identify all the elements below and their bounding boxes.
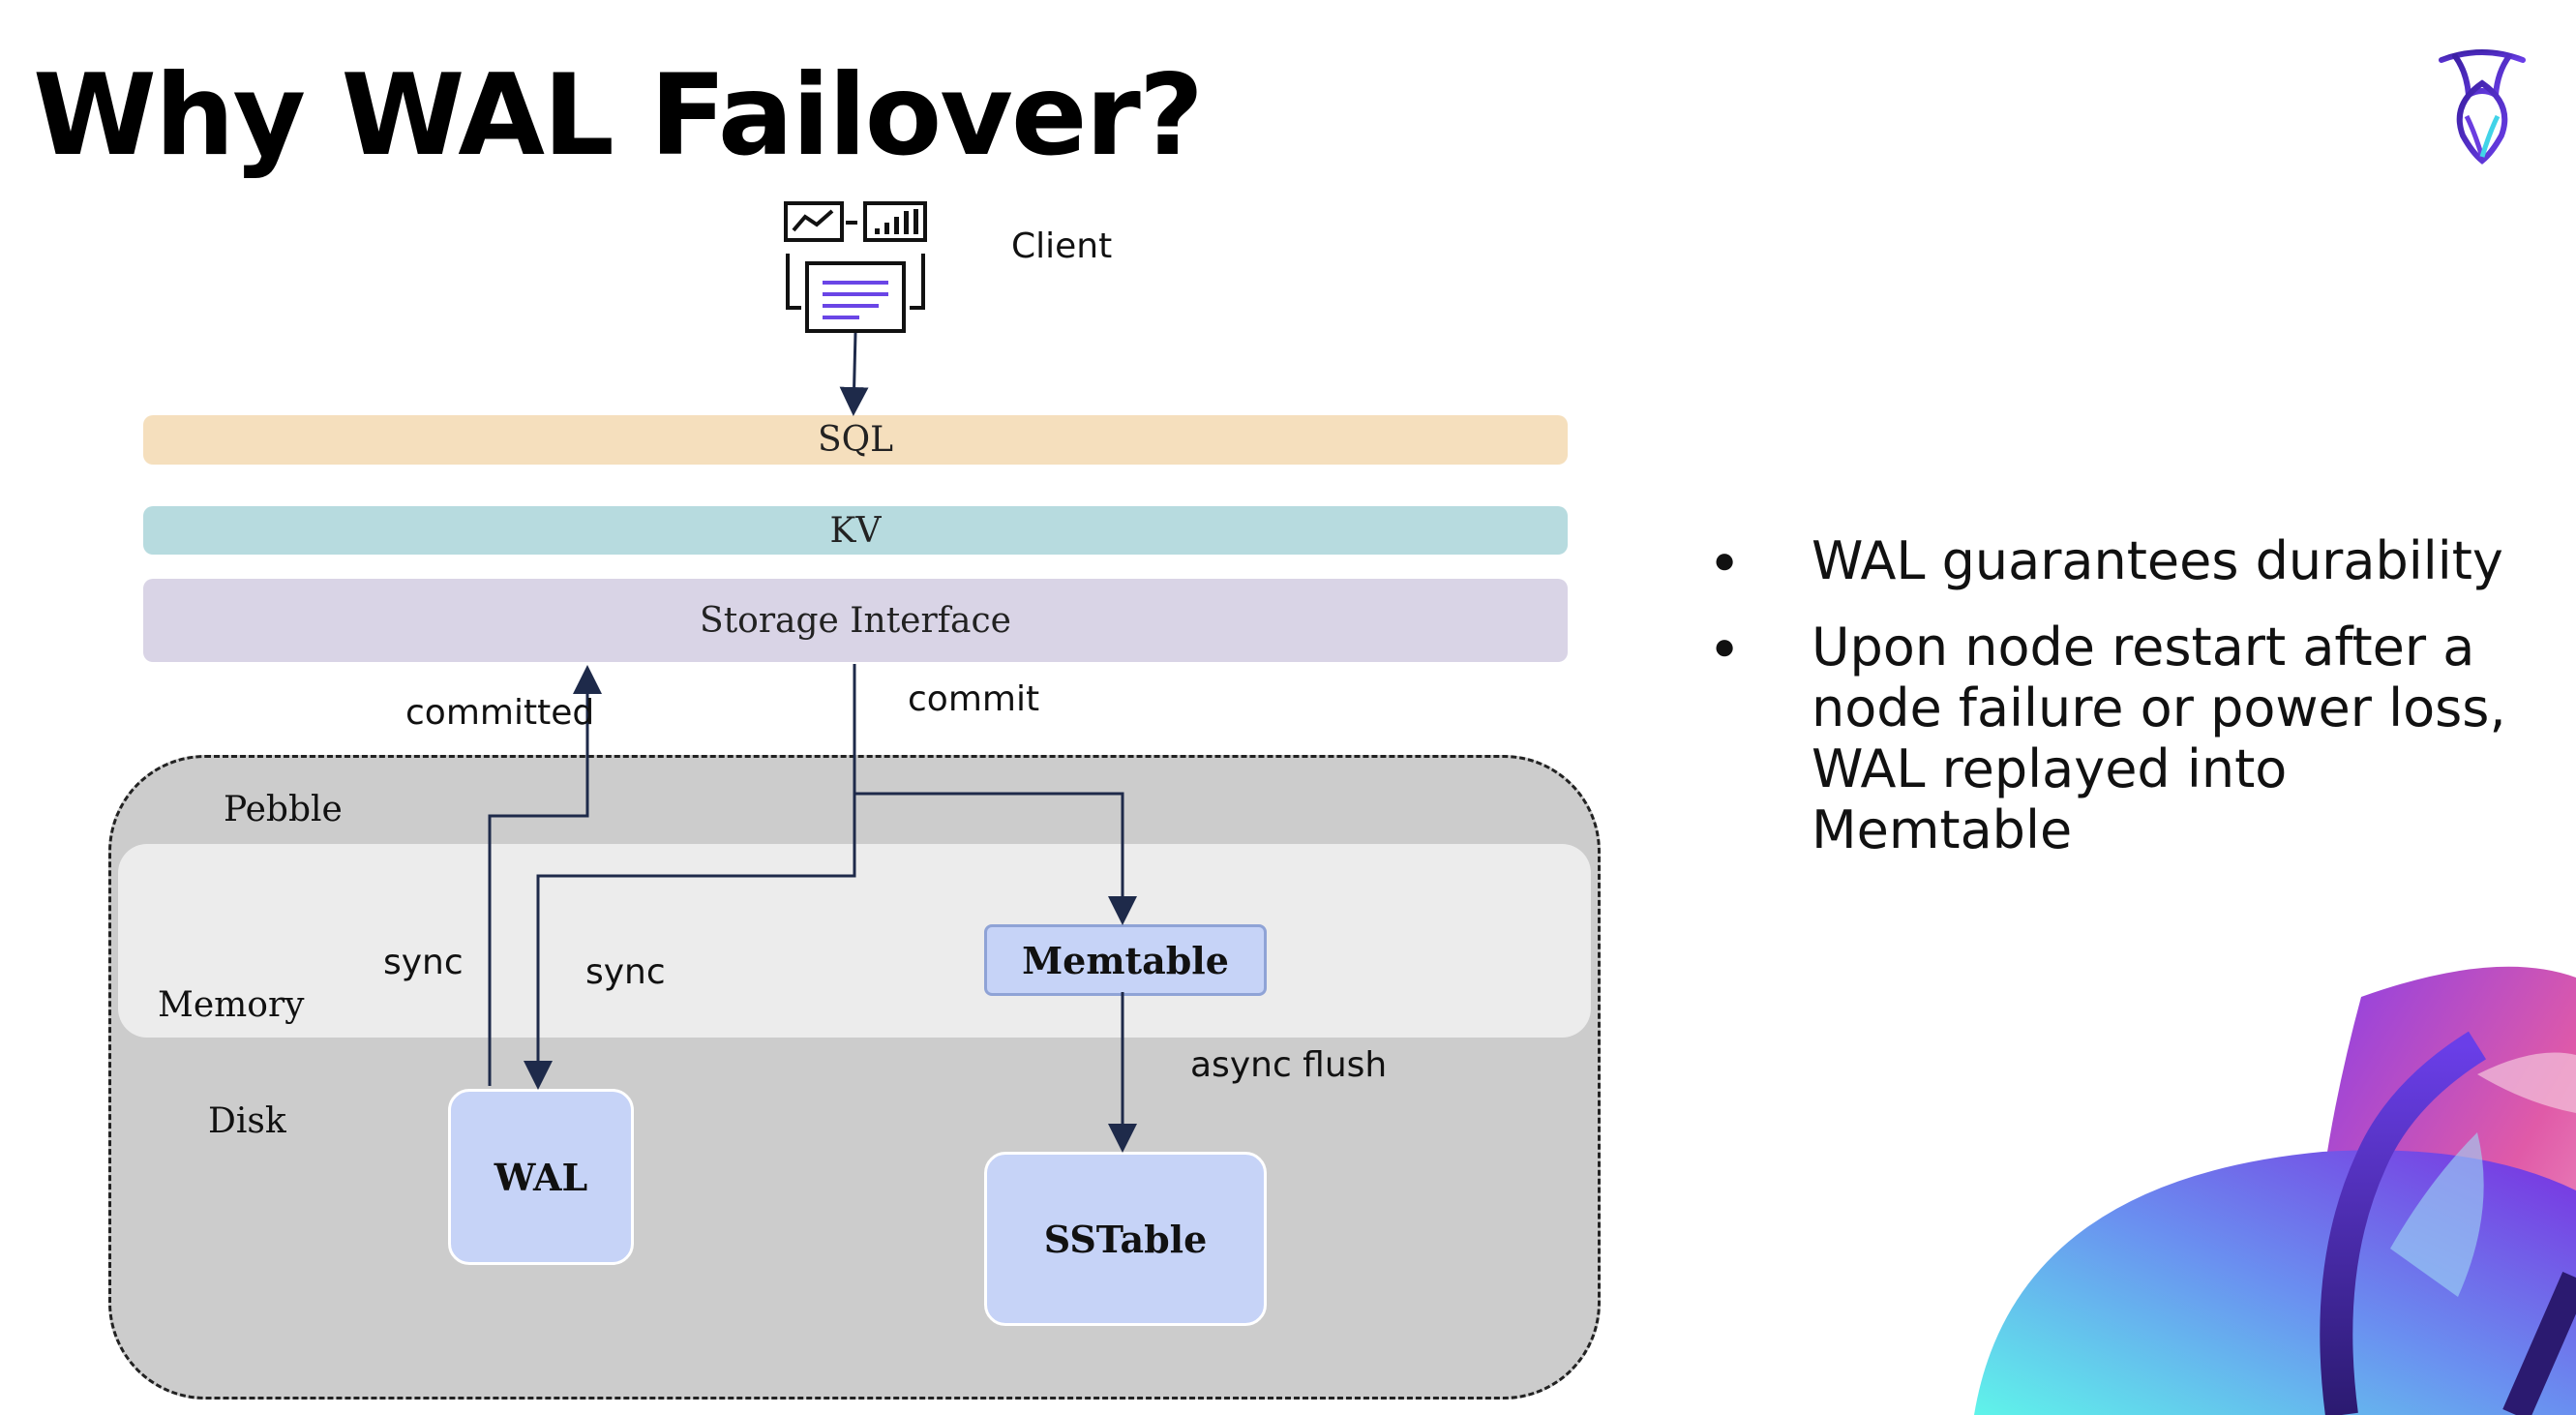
bullet-text: WAL guarantees durability <box>1812 530 2503 591</box>
cockroach-logo-icon <box>2439 49 2526 165</box>
sql-layer: SQL <box>143 415 1568 465</box>
sync-right-label: sync <box>585 952 666 992</box>
page-title: Why WAL Failover? <box>33 50 1204 181</box>
pebble-label: Pebble <box>224 790 343 829</box>
bullet-text: Upon node restart after a node failure o… <box>1812 617 2506 860</box>
commit-to-wal-arrow <box>524 794 856 1090</box>
commit-to-memtable-arrow <box>853 664 1137 925</box>
wal-committed-arrow <box>488 665 602 1086</box>
storage-interface-layer: Storage Interface <box>143 579 1568 662</box>
bullet-item: ● Upon node restart after a node failure… <box>1713 617 2564 860</box>
bullet-item: ● WAL guarantees durability <box>1713 530 2564 591</box>
client-label: Client <box>1011 226 1113 266</box>
memtable-box: Memtable <box>984 924 1267 996</box>
disk-label: Disk <box>208 1101 286 1141</box>
client-dashboard-icon <box>784 201 927 333</box>
wal-box: WAL <box>448 1089 634 1265</box>
client-to-sql-arrow <box>839 332 869 416</box>
bullet-list: ● WAL guarantees durability ● Upon node … <box>1713 530 2564 886</box>
committed-label: committed <box>405 693 595 733</box>
memory-label: Memory <box>158 985 305 1025</box>
gradient-cockroach-art <box>1974 966 2576 1415</box>
sstable-box: SSTable <box>984 1152 1267 1326</box>
sync-left-label: sync <box>383 943 464 982</box>
bullet-dot: ● <box>1713 625 1737 668</box>
kv-layer: KV <box>143 506 1568 555</box>
async-flush-label: async flush <box>1190 1045 1388 1085</box>
commit-label: commit <box>908 679 1040 719</box>
bullet-dot: ● <box>1713 539 1737 582</box>
